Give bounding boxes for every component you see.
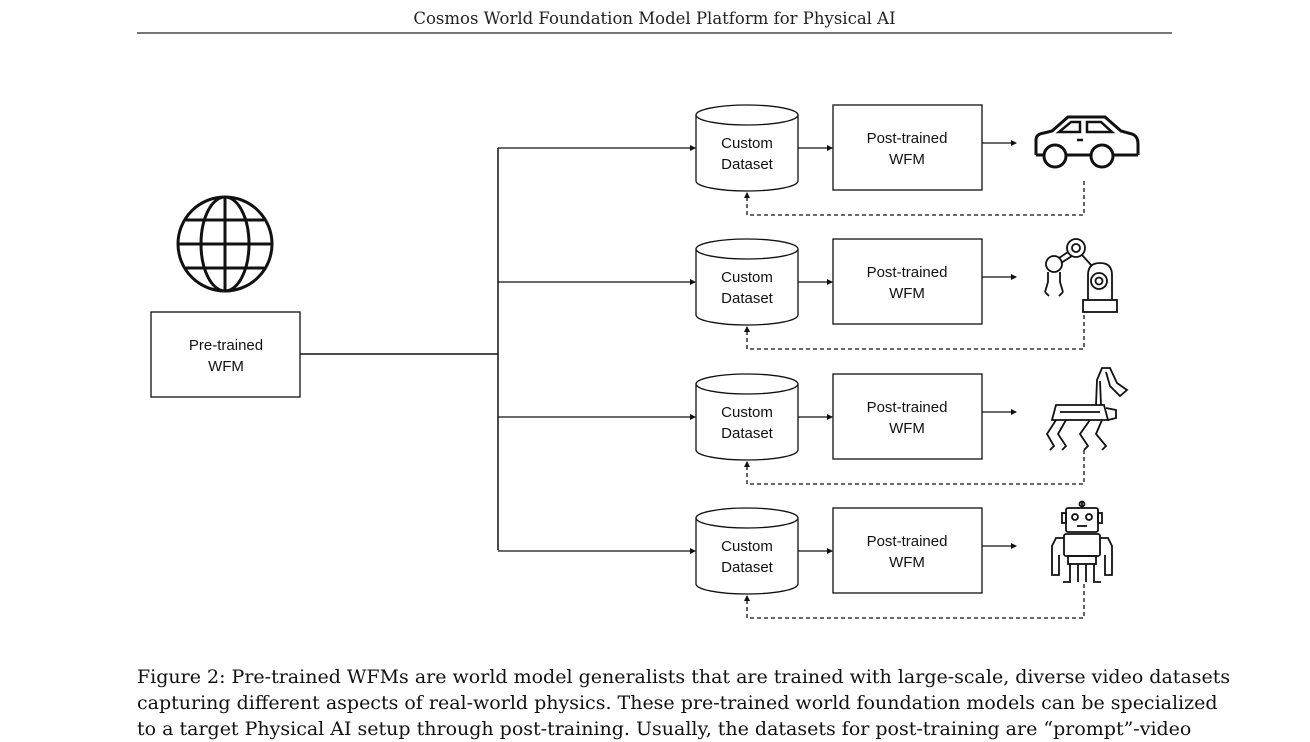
model-label-line2: WFM: [889, 554, 925, 571]
caption-line-2: capturing different aspects of real-worl…: [137, 692, 1218, 714]
pretrained-wfm-box: Pre-trained WFM: [150, 311, 301, 398]
humanoid-robot-icon: [1051, 500, 1113, 583]
trunk-connector: [300, 148, 499, 550]
caption-line-3: to a target Physical AI setup through po…: [137, 718, 1192, 740]
figure-caption: Figure 2: Pre-trained WFMs are world mod…: [137, 664, 1231, 742]
model-label-line1: Post-trained: [867, 399, 948, 416]
feedback-loop-dashed: [744, 450, 1085, 485]
model-label-line1: Post-trained: [867, 264, 948, 281]
pretrained-label-line1: Pre-trained: [189, 337, 263, 354]
model-label-line1: Post-trained: [867, 130, 948, 147]
header-rule: [137, 32, 1172, 34]
model-label-line1: Post-trained: [867, 533, 948, 550]
model-label-line2: WFM: [889, 151, 925, 168]
feedback-loop-dashed: [744, 315, 1085, 350]
running-header: Cosmos World Foundation Model Platform f…: [413, 9, 896, 28]
model-label-line2: WFM: [889, 420, 925, 437]
dataset-label-line1: Custom: [721, 538, 773, 555]
dataset-label-line2: Dataset: [721, 290, 774, 307]
dataset-label-line1: Custom: [721, 269, 773, 286]
dataset-label-line1: Custom: [721, 404, 773, 421]
model-label-line2: WFM: [889, 285, 925, 302]
pretrained-label-line2: WFM: [208, 358, 244, 375]
car-icon: [1034, 115, 1140, 169]
caption-line-1: Figure 2: Pre-trained WFMs are world mod…: [137, 666, 1231, 688]
robot-arm-icon: [1044, 238, 1118, 313]
dataset-label-line2: Dataset: [721, 425, 774, 442]
dataset-label-line1: Custom: [721, 135, 773, 152]
feedback-loop-dashed: [744, 584, 1085, 619]
dataset-label-line2: Dataset: [721, 156, 774, 173]
feedback-loop-dashed: [744, 181, 1085, 216]
dataset-label-line2: Dataset: [721, 559, 774, 576]
globe-icon: [176, 195, 274, 293]
robot-dog-icon: [1045, 367, 1129, 451]
